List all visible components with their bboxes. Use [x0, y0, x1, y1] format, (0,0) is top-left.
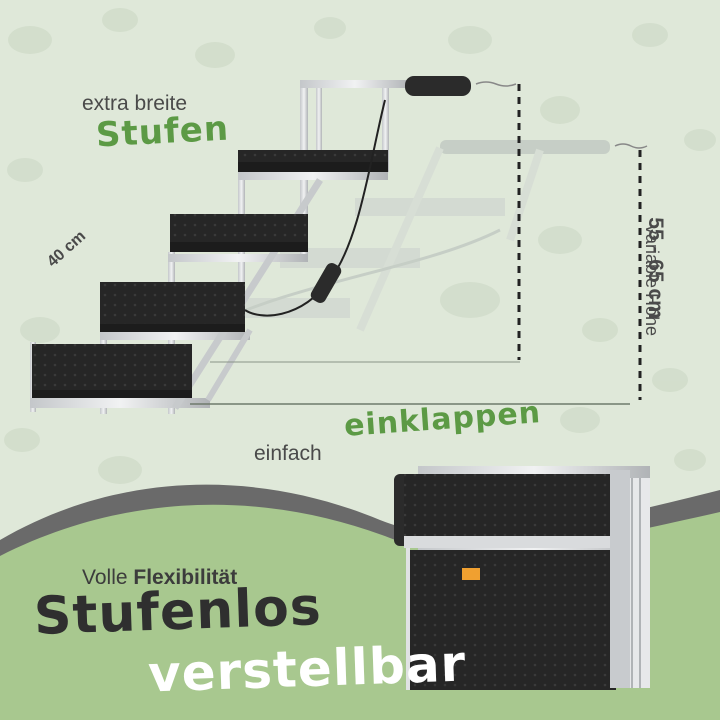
fold-prefix: einfach [254, 442, 322, 465]
subtitle-bold: Flexibilität [133, 566, 238, 589]
subtitle-normal: Volle [82, 566, 134, 589]
brand-label-icon [462, 568, 480, 580]
subtitle: Volle Flexibilität [82, 566, 237, 590]
height-dimension-lines [475, 81, 648, 400]
paw-pattern [4, 8, 716, 511]
stairs-illustration [30, 76, 471, 414]
title-verstellbar: verstellbar [147, 634, 468, 704]
title-stufenlos: Stufenlos [33, 576, 323, 648]
ghost-stairs [199, 140, 610, 332]
folded-stairs-illustration [394, 466, 650, 690]
headline-extra-breite: extra breite [82, 92, 188, 115]
headline-stufen: Stufen [95, 108, 230, 156]
height-range: 55 - 65 cm [643, 217, 667, 319]
